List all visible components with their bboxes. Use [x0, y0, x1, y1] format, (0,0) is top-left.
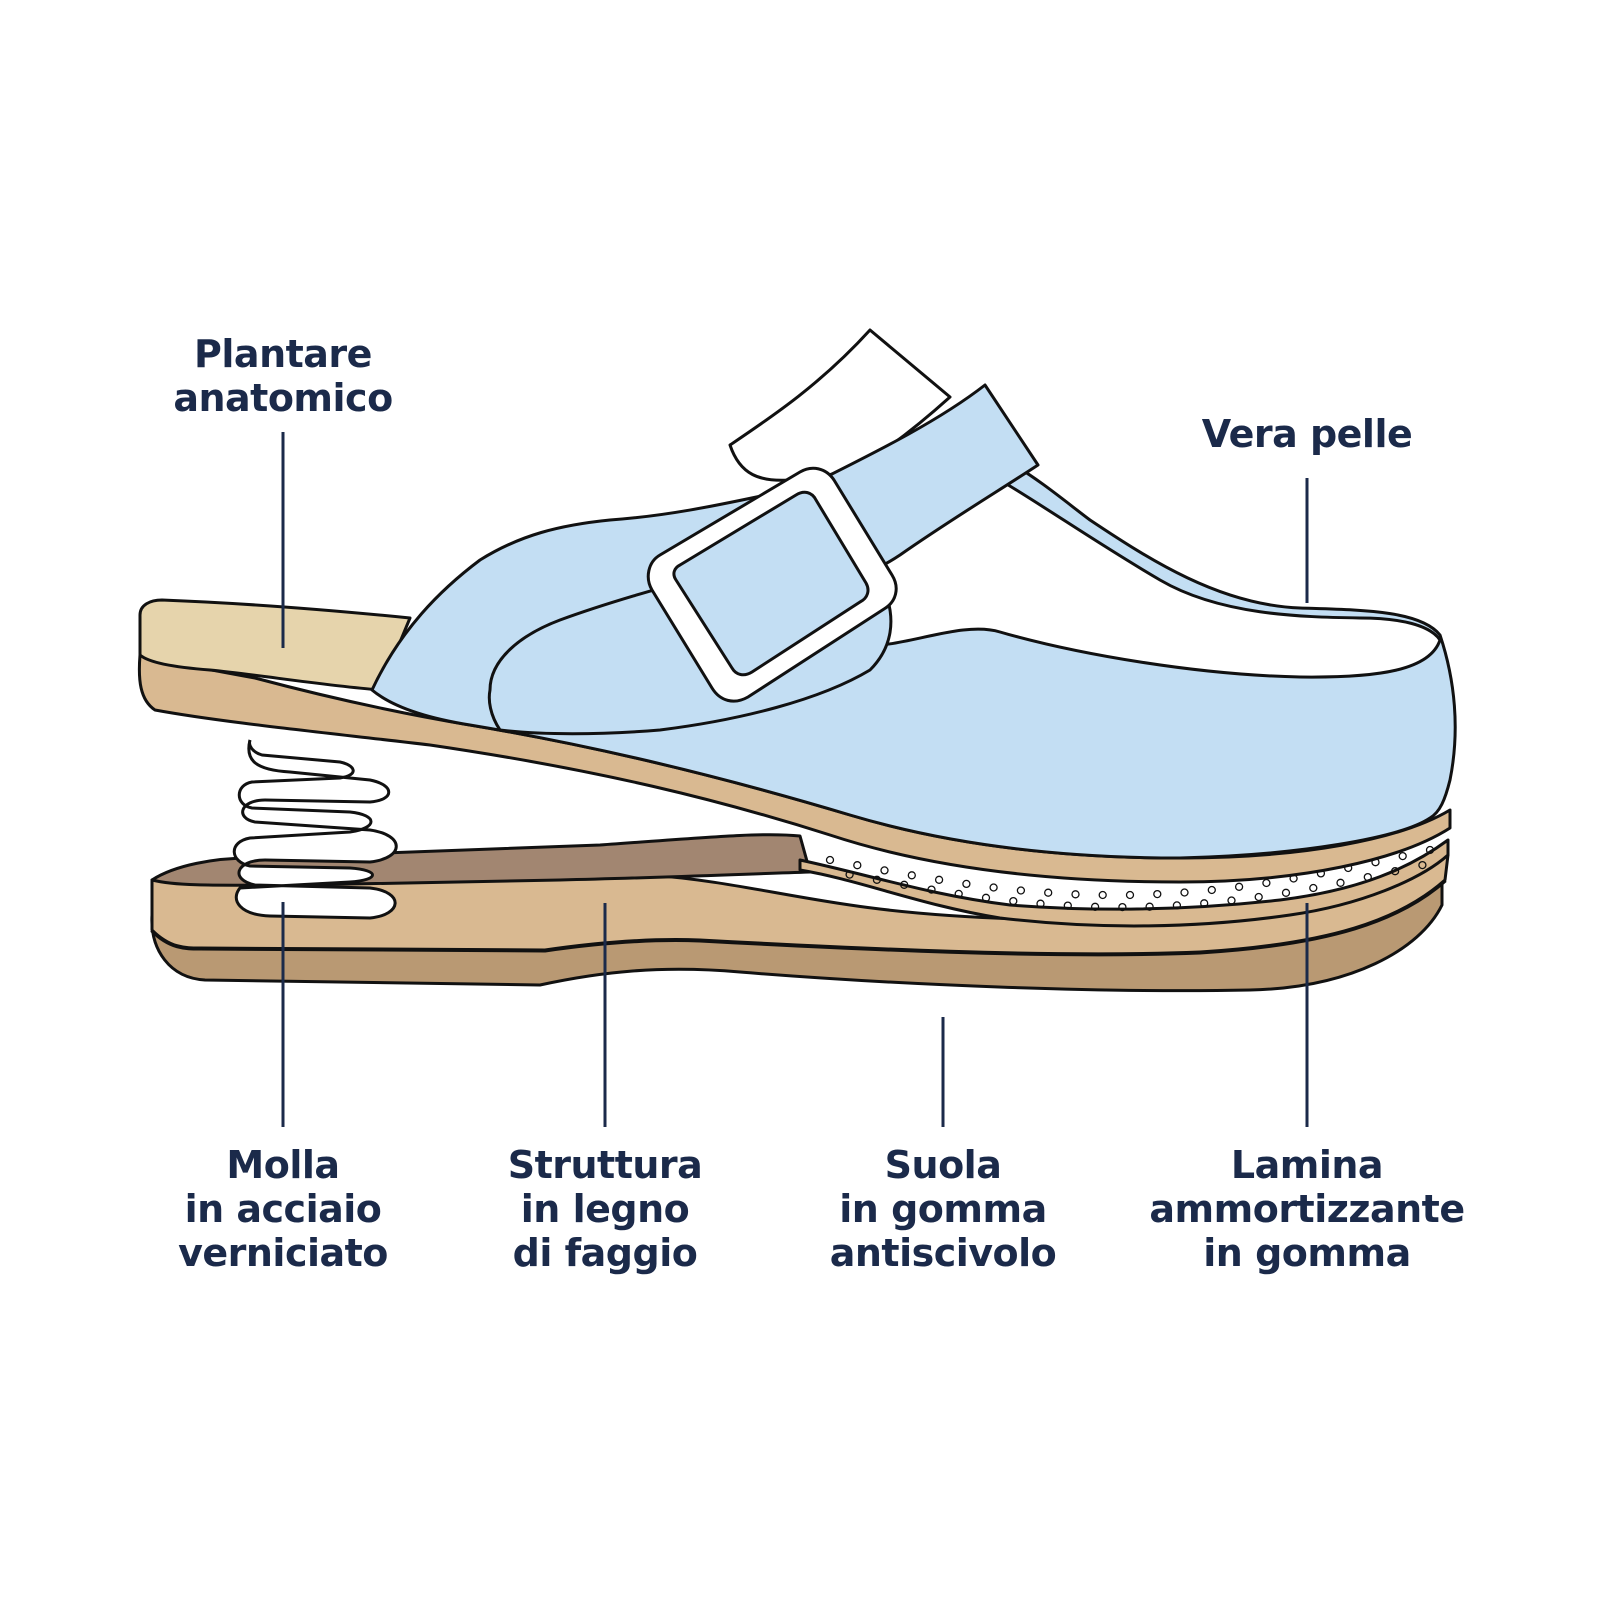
lamina-dot	[1125, 890, 1135, 900]
wood-label-line3: di faggio	[512, 1231, 698, 1275]
spring-label-line2: in acciaio	[184, 1187, 382, 1231]
lamina-dot	[825, 855, 835, 865]
sole-label-line3: antiscivolo	[829, 1231, 1057, 1275]
lamina-dot	[1090, 902, 1100, 911]
lamina-dot	[1016, 886, 1026, 895]
lamina-dot	[1200, 899, 1209, 908]
lamina-label-line1: Lamina	[1230, 1143, 1384, 1187]
lamina-dot	[1227, 896, 1236, 905]
lamina-dot	[1036, 899, 1045, 908]
spring-label-line1: Molla	[226, 1143, 340, 1187]
insole-label-line1: Plantare	[194, 332, 372, 376]
lamina-dot	[1009, 896, 1018, 906]
lamina-dot	[1418, 860, 1427, 870]
lamina-dot	[1153, 889, 1162, 899]
lamina-dot	[1207, 885, 1216, 895]
lamina-dot	[1254, 892, 1263, 902]
wood-label: Struttura in legno di faggio	[508, 1143, 703, 1275]
buckle-inner-shape	[672, 490, 870, 677]
leather-label-line1: Vera pelle	[1201, 412, 1413, 456]
sole-label-line2: in gomma	[839, 1187, 1047, 1231]
lamina-dot	[1281, 888, 1291, 897]
lamina-dot	[989, 883, 998, 892]
sole-label: Suola in gomma antiscivolo	[830, 1143, 1057, 1275]
lamina-dot	[1098, 890, 1107, 900]
insole-label-line2: anatomico	[173, 376, 393, 420]
lamina-dot	[954, 889, 963, 899]
lamina-dot	[1180, 888, 1189, 897]
lamina-dot	[845, 870, 854, 879]
upper-leather-shape	[370, 428, 1457, 860]
lamina-dot	[907, 871, 916, 880]
lamina-dot	[1071, 890, 1080, 899]
lamina-shape	[798, 838, 1450, 928]
lamina-dot	[1425, 845, 1435, 855]
lamina-dot	[962, 879, 971, 889]
leather-label: Vera pelle	[1202, 412, 1413, 456]
lamina-dot	[927, 885, 936, 894]
lamina-dot	[1044, 888, 1053, 897]
spring-label-line3: verniciato	[178, 1231, 388, 1275]
lamina-dot	[1262, 878, 1271, 888]
lamina-dot	[1118, 902, 1127, 912]
lamina-label-line3: in gomma	[1203, 1231, 1411, 1275]
lamina-dots	[825, 845, 1435, 912]
lamina-dot	[872, 875, 882, 884]
sole-label-line1: Suola	[884, 1143, 1002, 1187]
lamina-dot	[1234, 882, 1244, 891]
lamina-dot	[1398, 851, 1407, 861]
lamina-dot	[853, 861, 862, 870]
lamina-dot	[1063, 901, 1072, 910]
lamina-dot	[1145, 902, 1154, 911]
lamina-label: Lamina ammortizzante in gomma	[1149, 1143, 1465, 1275]
lamina-dot	[981, 893, 991, 902]
lamina-dot	[1336, 878, 1345, 887]
insole-label: Plantare anatomico	[173, 332, 393, 420]
lamina-label-line2: ammortizzante	[1149, 1187, 1465, 1231]
lamina-dot	[1172, 901, 1182, 910]
lamina-dot	[900, 880, 909, 889]
lamina-dot	[934, 875, 944, 884]
spring-shape	[232, 739, 398, 920]
lamina-dot	[880, 866, 889, 875]
lamina-dot	[1309, 883, 1318, 893]
wood-label-line2: in legno	[520, 1187, 690, 1231]
lamina-dot	[1363, 872, 1372, 882]
spring-label: Molla in acciaio verniciato	[178, 1143, 388, 1275]
wood-label-line1: Struttura	[507, 1143, 703, 1187]
lamina-dot	[1390, 867, 1400, 876]
